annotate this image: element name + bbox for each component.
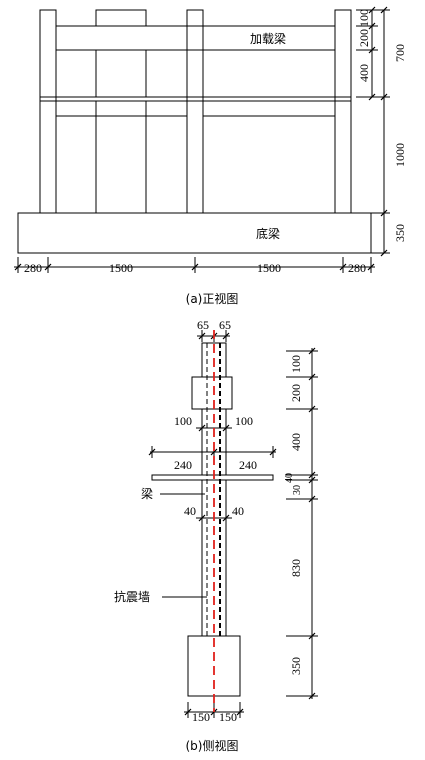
front-dim-350: 350 (393, 224, 407, 242)
side-dim-right-30: 30 (292, 485, 303, 495)
beam-label: 梁 (141, 486, 153, 501)
side-dim-65-left: 65 (197, 318, 209, 332)
wall-label: 抗震墙 (114, 589, 150, 604)
side-view (148, 330, 318, 718)
side-loading-beam (191, 376, 233, 410)
side-slab (151, 474, 274, 481)
side-dim-150-right: 150 (219, 710, 237, 724)
side-view-caption: (b)侧视图 (186, 738, 239, 753)
side-dim-65-right: 65 (219, 318, 231, 332)
side-dim-right-830: 830 (289, 559, 303, 577)
front-dim-1500-left: 1500 (109, 261, 133, 275)
front-dim-1500-right: 1500 (257, 261, 281, 275)
side-dim-right-200: 200 (289, 384, 303, 402)
side-dim-40-right: 40 (232, 504, 244, 518)
side-dim-right-400: 400 (289, 433, 303, 451)
front-top-block (95, 9, 147, 27)
front-column-middle (186, 9, 204, 214)
loading-beam-label: 加载梁 (250, 31, 286, 46)
front-dim-280-left: 280 (24, 261, 42, 275)
side-dim-240-left: 240 (174, 458, 192, 472)
front-dim-1000: 1000 (393, 143, 407, 167)
side-dim-right-100: 100 (289, 355, 303, 373)
side-dim-240-right: 240 (239, 458, 257, 472)
front-column-left (39, 9, 57, 214)
side-dim-150-left: 150 (192, 710, 210, 724)
front-dim-200: 200 (357, 29, 371, 47)
front-loading-beam (55, 25, 336, 51)
side-dim-100-right: 100 (235, 414, 253, 428)
front-dim-100: 100 (357, 9, 371, 27)
front-dim-280-right: 280 (348, 261, 366, 275)
front-view (14, 6, 390, 273)
front-dim-700: 700 (393, 44, 407, 62)
side-dim-right-40: 40 (284, 473, 295, 483)
front-view-caption: (a)正视图 (186, 291, 239, 306)
side-dim-40-left: 40 (184, 504, 196, 518)
side-dim-right-350: 350 (289, 657, 303, 675)
front-base-beam (17, 212, 372, 254)
front-column-right (334, 9, 352, 214)
side-dim-100-left: 100 (174, 414, 192, 428)
front-dim-400: 400 (357, 64, 371, 82)
base-beam-label: 底梁 (256, 226, 280, 241)
